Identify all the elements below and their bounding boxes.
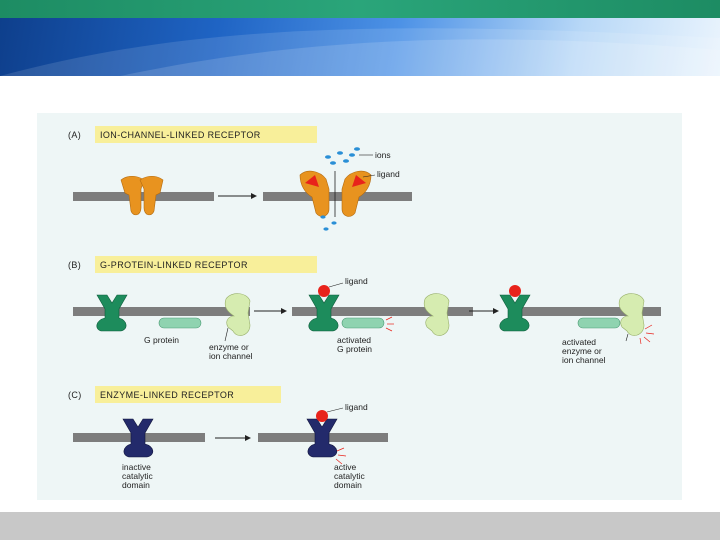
- membrane-b-3: [508, 307, 661, 316]
- enzyme-receptor-inactive: [122, 418, 154, 458]
- membrane-a-right: [263, 192, 412, 201]
- activated-g-label-line1: activated: [337, 335, 371, 345]
- activated-enzyme-label-line3: ion channel: [562, 355, 606, 365]
- g-protein-activated: [341, 317, 385, 329]
- g-receptor-inactive: [96, 294, 128, 332]
- arrow-c: [215, 435, 251, 441]
- activation-glow-c: [335, 447, 347, 465]
- g-receptor-active-2: [499, 294, 531, 332]
- arrow-b-1: [254, 308, 287, 314]
- inactive-label-line2: catalytic: [122, 471, 153, 481]
- banner-swoosh: [0, 28, 720, 76]
- g-protein-inactive: [158, 317, 202, 329]
- ions-label: ions: [375, 150, 391, 160]
- enzyme-label-line2: ion channel: [209, 351, 253, 361]
- section-c: (C) ENZYME-LINKED RECEPTOR inactive cata…: [68, 386, 388, 490]
- g-protein-bound-enzyme: [577, 317, 621, 329]
- enzyme-inactive: [224, 293, 251, 336]
- closed-ion-channel: [120, 175, 164, 216]
- header-banner: [0, 18, 720, 76]
- activated-g-label-line2: G protein: [337, 344, 372, 354]
- active-label-line2: catalytic: [334, 471, 365, 481]
- enzyme-activated: [618, 293, 645, 336]
- g-receptor-active: [308, 294, 340, 332]
- section-c-title-highlight: [95, 386, 281, 403]
- section-a-letter: (A): [68, 130, 81, 140]
- enzyme-label-line1: enzyme or: [209, 342, 249, 352]
- section-a: (A) ION-CHANNEL-LINKED RECEPTOR: [68, 126, 412, 231]
- ions-group: [320, 147, 360, 231]
- arrow-b-2: [469, 308, 499, 314]
- activation-glow-2: [639, 324, 655, 345]
- receptor-diagram-svg: (A) ION-CHANNEL-LINKED RECEPTOR: [68, 126, 661, 490]
- section-b: (B) G-PROTEIN-LINKED RECEPTOR G protein …: [68, 256, 661, 365]
- membrane-b-2: [292, 307, 473, 316]
- active-label-line3: domain: [334, 480, 362, 490]
- arrow-a: [218, 193, 257, 199]
- g-protein-label: G protein: [144, 335, 179, 345]
- ligand-label-c: ligand: [345, 402, 368, 412]
- section-b-title-highlight: [95, 256, 317, 273]
- ligand-b-2: [509, 285, 521, 297]
- activated-enzyme-label-line2: enzyme or: [562, 346, 602, 356]
- activated-enzyme-label-line1: activated: [562, 337, 596, 347]
- ligand-label-b: ligand: [345, 276, 368, 286]
- activation-glow-1: [385, 316, 394, 332]
- open-ion-channel: [299, 170, 372, 217]
- ligand-label-a: ligand: [377, 169, 400, 179]
- enzyme-pre-activation: [423, 293, 450, 336]
- membrane-b-1: [73, 307, 250, 316]
- section-b-letter: (B): [68, 260, 81, 270]
- ligand-bound-right: [352, 175, 366, 187]
- section-b-title: G-PROTEIN-LINKED RECEPTOR: [100, 260, 248, 270]
- active-label-line1: active: [334, 462, 356, 472]
- ligand-bound-left: [305, 175, 319, 187]
- ligand-b-1: [318, 285, 330, 297]
- inactive-label-line3: domain: [122, 480, 150, 490]
- inactive-label-line1: inactive: [122, 462, 151, 472]
- section-c-letter: (C): [68, 390, 82, 400]
- top-accent-band: [0, 0, 720, 18]
- section-c-title: ENZYME-LINKED RECEPTOR: [100, 390, 234, 400]
- membrane-a-left: [73, 192, 214, 201]
- enzyme-receptor-active: [306, 418, 338, 458]
- section-a-title: ION-CHANNEL-LINKED RECEPTOR: [100, 130, 261, 140]
- receptor-types-diagram: (A) ION-CHANNEL-LINKED RECEPTOR: [37, 113, 682, 500]
- footer-band: [0, 512, 720, 540]
- ligand-c: [316, 410, 328, 422]
- section-a-title-highlight: [95, 126, 317, 143]
